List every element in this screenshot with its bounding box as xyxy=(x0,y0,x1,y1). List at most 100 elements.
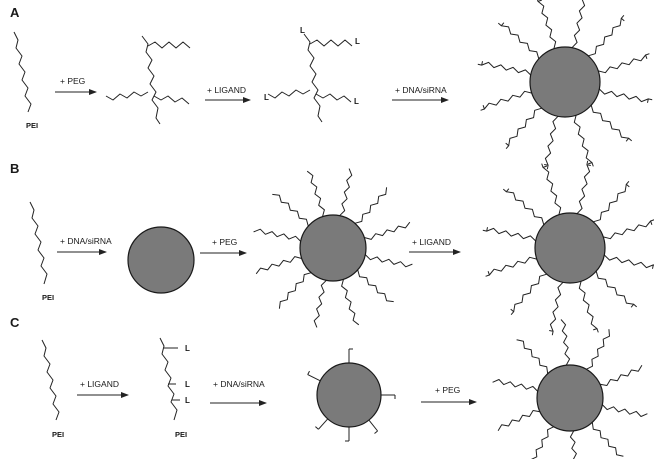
peg-chain xyxy=(484,91,531,109)
step-label-peg: + PEG xyxy=(60,76,85,86)
panel-c-arrow-peg: + PEG xyxy=(421,385,476,402)
peg-chain xyxy=(154,96,189,104)
peg-chain xyxy=(531,427,554,459)
step-label-ligand: + LIGAND xyxy=(80,379,119,389)
ligand-end xyxy=(648,99,653,103)
nanoparticle xyxy=(128,227,194,293)
step-label-ligand: + LIGAND xyxy=(412,237,451,247)
peg-chain xyxy=(509,108,542,146)
peg-chain xyxy=(482,62,531,75)
ligand-stick xyxy=(369,420,378,431)
peg-chain xyxy=(364,222,410,239)
peg-chain xyxy=(588,18,621,56)
peg-chain xyxy=(279,273,311,309)
ligand-end xyxy=(375,431,378,434)
peg-chain xyxy=(593,184,626,222)
ligand-end xyxy=(626,181,629,187)
peg-chain xyxy=(514,274,547,312)
step-label-ligand: + LIGAND xyxy=(207,85,246,95)
peg-chain xyxy=(577,165,590,214)
peg-chain xyxy=(561,320,570,366)
peg-chain xyxy=(310,40,352,46)
peg-chain xyxy=(603,221,650,239)
peg-chain xyxy=(254,229,301,241)
pei-chain xyxy=(160,338,177,420)
ligand-end xyxy=(506,143,509,149)
ligand-end xyxy=(503,189,509,192)
pei-backbone xyxy=(304,34,322,122)
ligand-end xyxy=(549,331,553,336)
peg-chain xyxy=(148,42,190,48)
peg-chain xyxy=(340,169,352,216)
nanoparticle xyxy=(317,363,381,427)
ligand-mark: L xyxy=(355,37,360,46)
panel-c-letter: C xyxy=(10,315,20,330)
panel-a-arrow-dna: + DNA/siRNA xyxy=(392,85,448,100)
panel-b-targeted-nanoparticle xyxy=(483,161,654,335)
peg-chain xyxy=(586,329,609,369)
panel-b: B PEI + DNA/siRNA + PEG + LIGAND xyxy=(10,161,654,335)
panel-a-arrow-peg: + PEG xyxy=(55,76,96,92)
ligand-end xyxy=(481,105,485,110)
ligand-end xyxy=(621,15,624,21)
panel-b-pegylated-particle xyxy=(254,169,413,328)
ligand-end xyxy=(511,309,514,315)
peg-chain xyxy=(256,257,302,274)
step-label-dna: + DNA/siRNA xyxy=(60,236,112,246)
panel-c: C PEI + LIGAND L L L PEI + DNA/siRNA xyxy=(10,315,647,459)
peg-chain xyxy=(307,171,324,217)
ligand-end xyxy=(646,54,650,59)
ligand-mark: L xyxy=(300,26,305,35)
step-label-dna: + DNA/siRNA xyxy=(213,379,265,389)
pei-label: PEI xyxy=(175,430,187,439)
panel-b-arrow-peg: + PEG xyxy=(200,237,246,253)
nanoparticle xyxy=(537,365,603,431)
peg-chain xyxy=(599,89,648,102)
panel-a-pei-molecule: PEI xyxy=(14,32,38,130)
ligand-end xyxy=(483,227,488,231)
panel-c-ligand-pei: L L L PEI xyxy=(160,338,190,439)
peg-chain xyxy=(342,279,359,325)
panel-b-pei-molecule: PEI xyxy=(30,202,54,302)
peg-chain xyxy=(501,26,539,59)
peg-chain xyxy=(604,255,653,268)
panel-a-ligand-pei: L L L L xyxy=(264,26,360,122)
peg-chain xyxy=(487,228,536,241)
panel-c-targeted-nanoparticle xyxy=(493,320,648,460)
pei-chain xyxy=(14,32,31,112)
ligand-mark: L xyxy=(354,97,359,106)
pei-label: PEI xyxy=(52,430,64,439)
pei-label: PEI xyxy=(26,121,38,130)
ligand-end xyxy=(588,163,593,167)
panel-a-pegylated-pei xyxy=(106,36,190,124)
peg-chain xyxy=(598,55,645,73)
ligand-end xyxy=(593,329,598,333)
ligand-end xyxy=(626,138,632,141)
peg-chain xyxy=(489,257,536,275)
peg-chain xyxy=(517,340,548,374)
peg-chain xyxy=(355,187,387,223)
panel-a-letter: A xyxy=(10,5,20,20)
ligand-end xyxy=(315,427,318,430)
ligand-mark: L xyxy=(185,380,190,389)
pei-label: PEI xyxy=(42,293,54,302)
ligand-end xyxy=(498,23,504,26)
panel-b-polyplex xyxy=(128,227,194,293)
ligand-mark: L xyxy=(185,344,190,353)
panel-a: A PEI + PEG + LIGAND L xyxy=(10,0,652,169)
panel-b-arrow-dna: + DNA/siRNA xyxy=(57,236,112,252)
panel-c-pei-molecule: PEI xyxy=(42,340,64,439)
peg-chain xyxy=(600,365,642,385)
peg-chain xyxy=(596,271,634,304)
peg-chain xyxy=(579,281,597,328)
peg-chain xyxy=(272,194,308,226)
peg-chain xyxy=(591,105,629,138)
peg-chain xyxy=(574,115,592,162)
nanoparticle xyxy=(535,213,605,283)
nanoparticle xyxy=(530,47,600,117)
peg-chain xyxy=(314,280,326,327)
ligand-end xyxy=(478,61,483,65)
ligand-end xyxy=(308,371,310,375)
